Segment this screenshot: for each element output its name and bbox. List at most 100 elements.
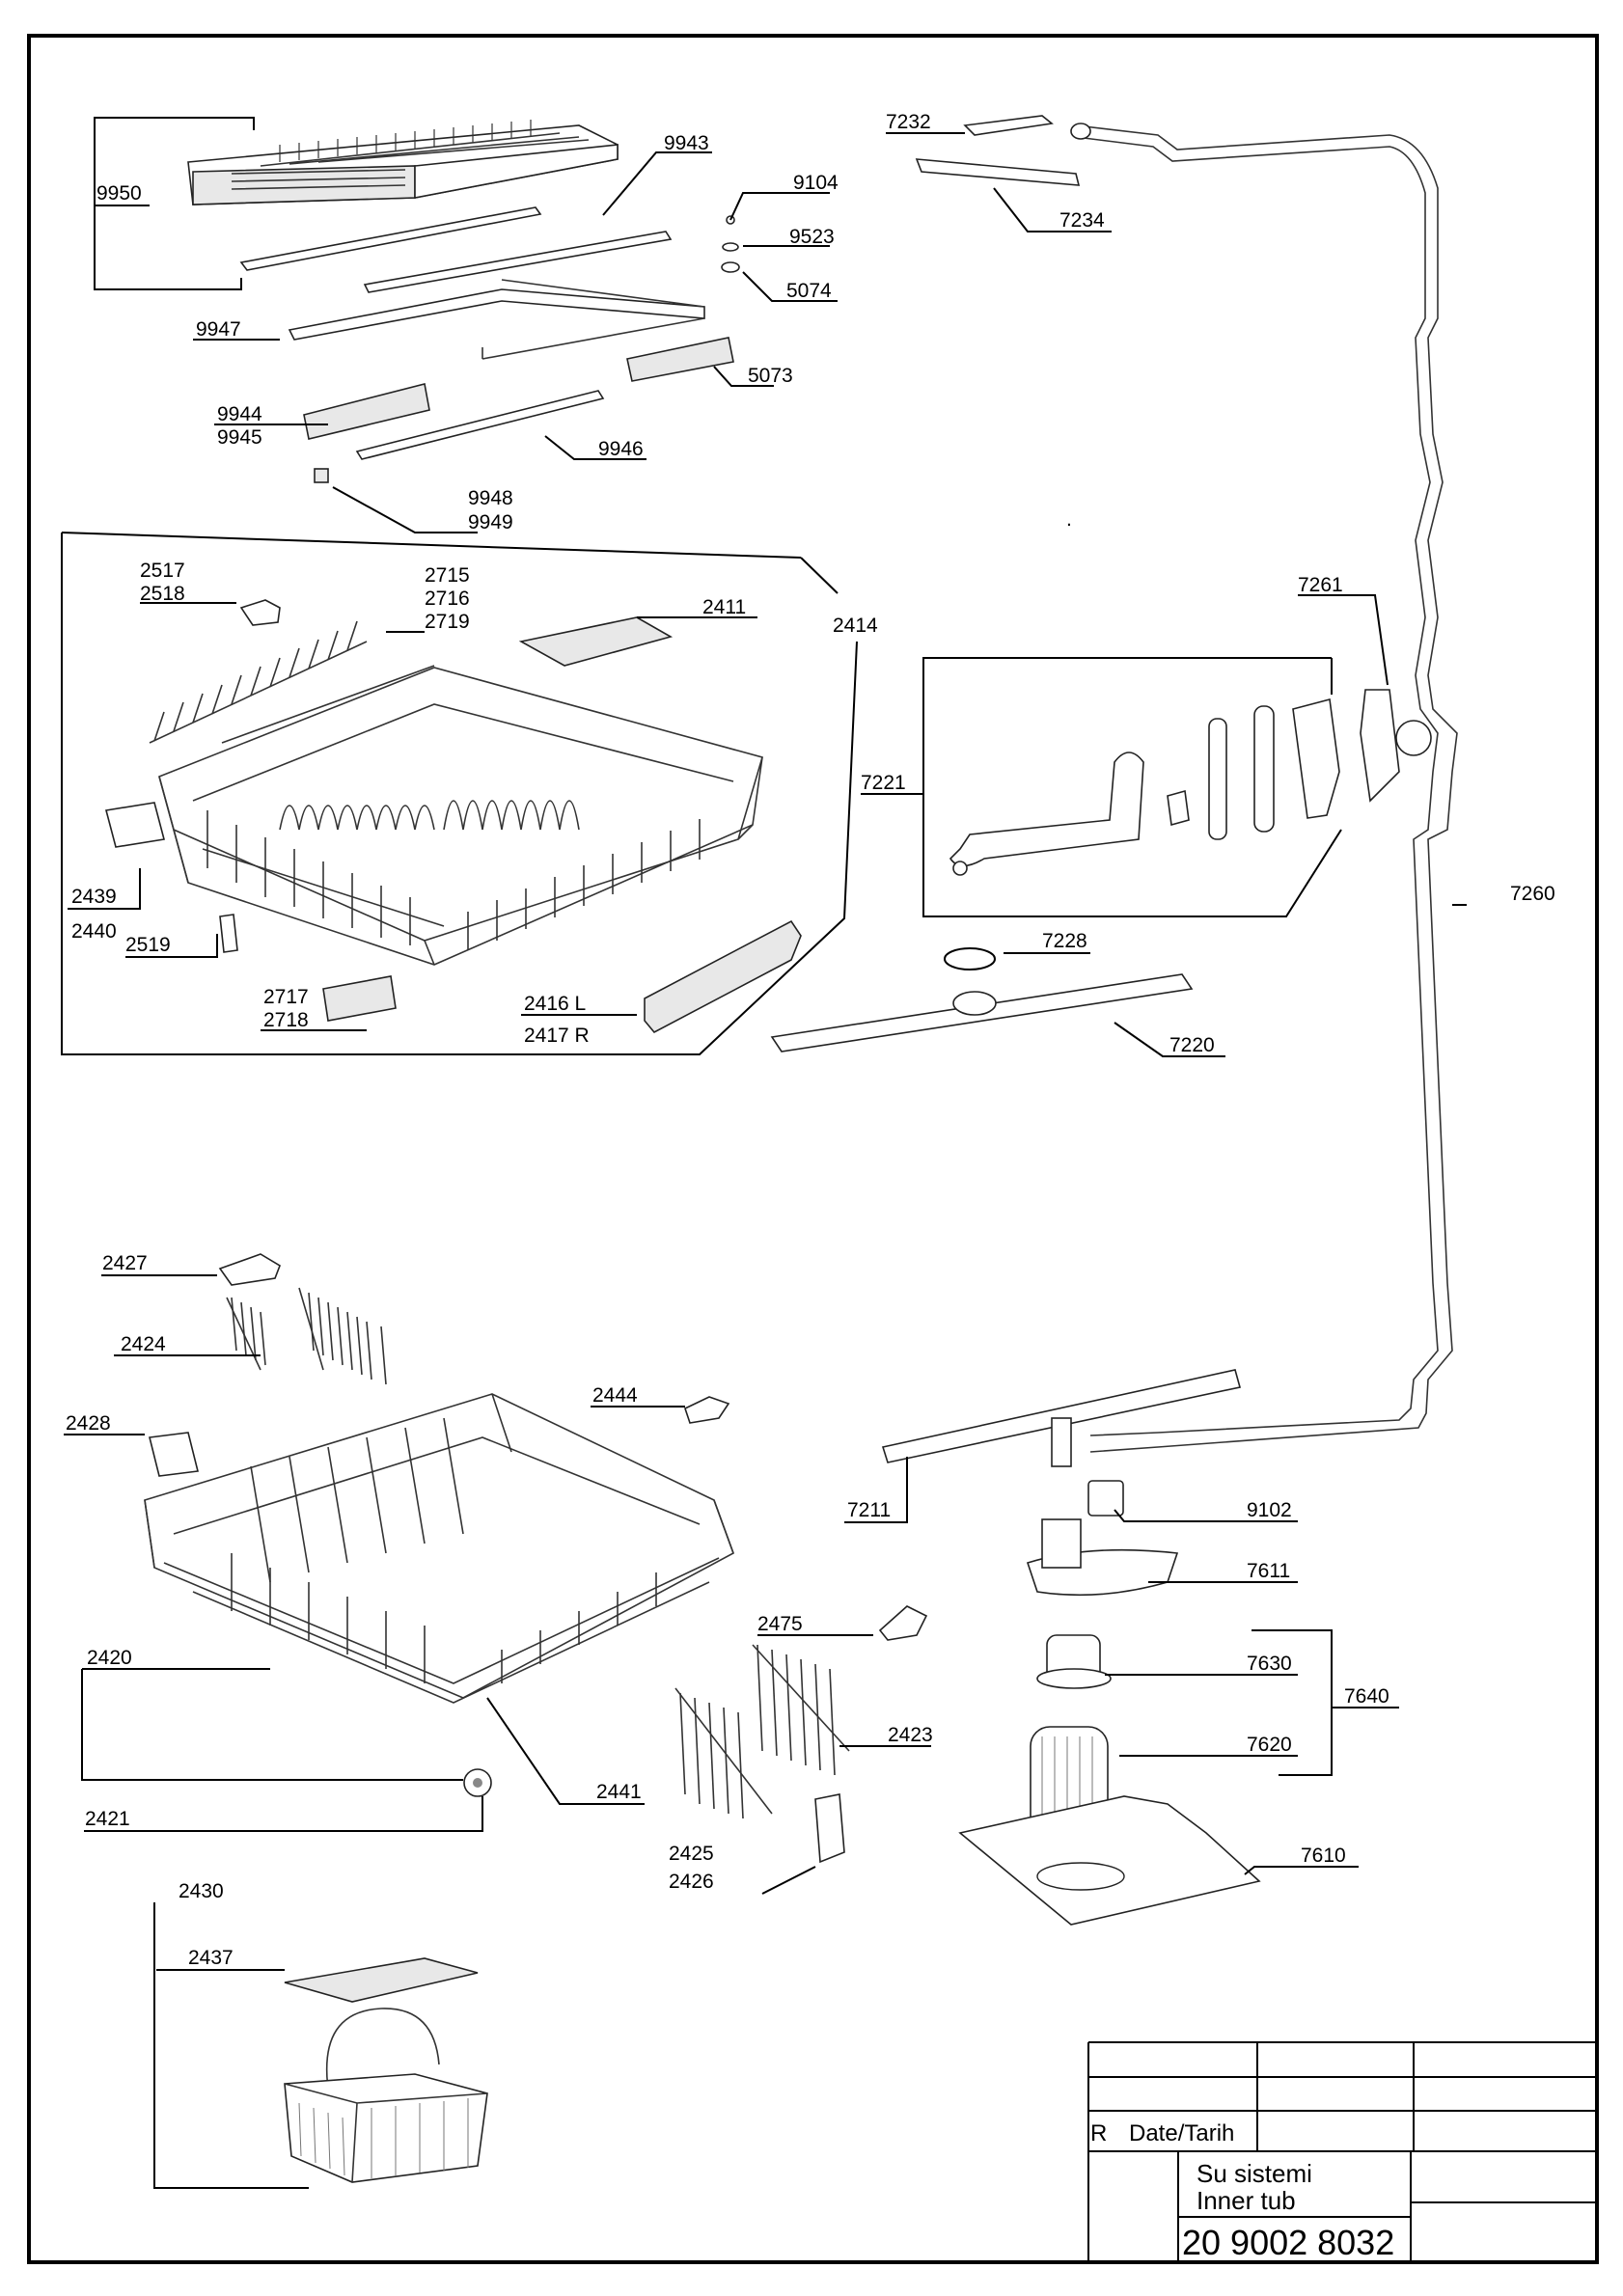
label-5074: 5074 [786,280,832,302]
labels-lower: 2427 2424 2428 2444 2475 2420 2423 2441 … [66,1252,933,1969]
upper-basket [158,665,763,966]
cutlery-basket [284,2008,488,2183]
top-spray-arm [915,158,1081,186]
label-9104: 9104 [793,172,839,194]
tray-slider-right [626,337,734,382]
label-7228: 7228 [1042,930,1087,952]
folding-tines-right [674,1644,850,1819]
tray-rail-mid [363,231,673,293]
lower-spray-arm [881,1369,1241,1463]
label-7610: 7610 [1301,1845,1346,1867]
cutlery-tray-group [187,120,740,483]
label-2416: 2416 L [524,993,586,1015]
label-9102: 9102 [1247,1499,1292,1521]
supply-pipe [1075,124,1458,1453]
stop-clip [314,468,329,483]
title-line-2: Inner tub [1197,2186,1296,2215]
label-2426: 2426 [669,1871,714,1893]
washer [722,242,739,252]
label-2719: 2719 [425,611,470,633]
date-label: Date/Tarih [1129,2120,1234,2146]
top-spray-nozzle [963,115,1054,136]
label-2475: 2475 [757,1613,803,1635]
folding-tine-rack [226,1287,387,1385]
label-2424: 2424 [121,1333,166,1355]
label-2518: 2518 [140,583,185,605]
title-block [1087,2041,1597,2262]
label-9945: 9945 [217,426,262,449]
label-7261: 7261 [1298,574,1343,596]
label-5073: 5073 [748,365,793,387]
label-7620: 7620 [1247,1734,1292,1756]
tray-slider-left [303,383,430,440]
label-2519: 2519 [125,934,171,956]
label-2441: 2441 [596,1781,642,1803]
label-2417: 2417 R [524,1025,590,1047]
label-7221: 7221 [861,772,906,794]
label-7220: 7220 [1169,1034,1215,1056]
tine-clip [684,1396,730,1424]
label-2444: 2444 [592,1384,638,1407]
lower-arm-hub [1051,1417,1072,1467]
basket-clip [239,599,281,626]
revision-label: R [1090,2120,1107,2146]
label-9949: 9949 [468,511,513,533]
cutlery-tray [187,120,619,205]
label-7611: 7611 [1247,1560,1290,1582]
lower-basket-handle [149,1432,199,1477]
pipe-coupling [1395,720,1432,756]
tray-rail-upper [239,206,542,271]
sump-neck [1041,1518,1082,1569]
drawing-number: 20 9002 8032 [1182,2223,1394,2262]
label-9947: 9947 [196,318,241,341]
label-2427: 2427 [102,1252,148,1274]
label-2421: 2421 [85,1808,130,1830]
label-2411: 2411 [702,596,746,618]
label-7630: 7630 [1247,1653,1292,1675]
nut [721,261,740,273]
label-2423: 2423 [888,1724,933,1746]
label-2430: 2430 [179,1880,224,1902]
lower-basket-group [144,1253,928,2183]
basket-handle [105,802,165,848]
lower-basket-clip [218,1253,281,1286]
label-2717: 2717 [263,986,309,1008]
labels-top: 9950 9943 9104 9523 5074 5073 9947 9944 … [96,132,839,533]
leader-lines-right [844,132,1467,1875]
leader-lines-top [94,117,838,533]
label-2718: 2718 [263,1009,309,1031]
label-9946: 9946 [598,438,644,460]
label-9523: 9523 [789,226,835,248]
title-line-1: Su sistemi [1197,2159,1312,2188]
leader-lines-upper [68,602,757,1031]
spray-arm-feed [949,752,1144,867]
label-2440: 2440 [71,920,117,943]
basket-rail [644,919,802,1034]
stray-dot: . [1066,508,1072,531]
label-2414: 2414 [833,615,878,637]
leader-lines-lower [64,1274,931,2189]
label-7234: 7234 [1059,209,1105,232]
label-2425: 2425 [669,1843,714,1865]
label-7211: 7211 [847,1499,891,1521]
label-7232: 7232 [886,111,931,133]
basket-latch [219,914,238,953]
label-9944: 9944 [217,403,262,425]
label-2437: 2437 [188,1947,234,1969]
arm-connector [1360,689,1400,803]
tray-frame [288,288,705,341]
seal-small [1167,789,1190,827]
label-9950: 9950 [96,182,142,205]
label-2715: 2715 [425,564,470,587]
label-2428: 2428 [66,1412,111,1435]
water-system [770,115,1458,1926]
labels-right: 7232 7234 7261 7221 7260 7228 7220 7211 … [847,111,1555,1867]
label-2420: 2420 [87,1647,132,1669]
label-7260: 7260 [1510,883,1555,905]
rack-clip [878,1605,928,1641]
tray-rail-lower [355,390,605,460]
labels-upper: 2517 2518 2715 2716 2719 2411 2414 2439 … [71,560,878,1047]
label-9943: 9943 [664,132,709,154]
label-2716: 2716 [425,588,470,610]
